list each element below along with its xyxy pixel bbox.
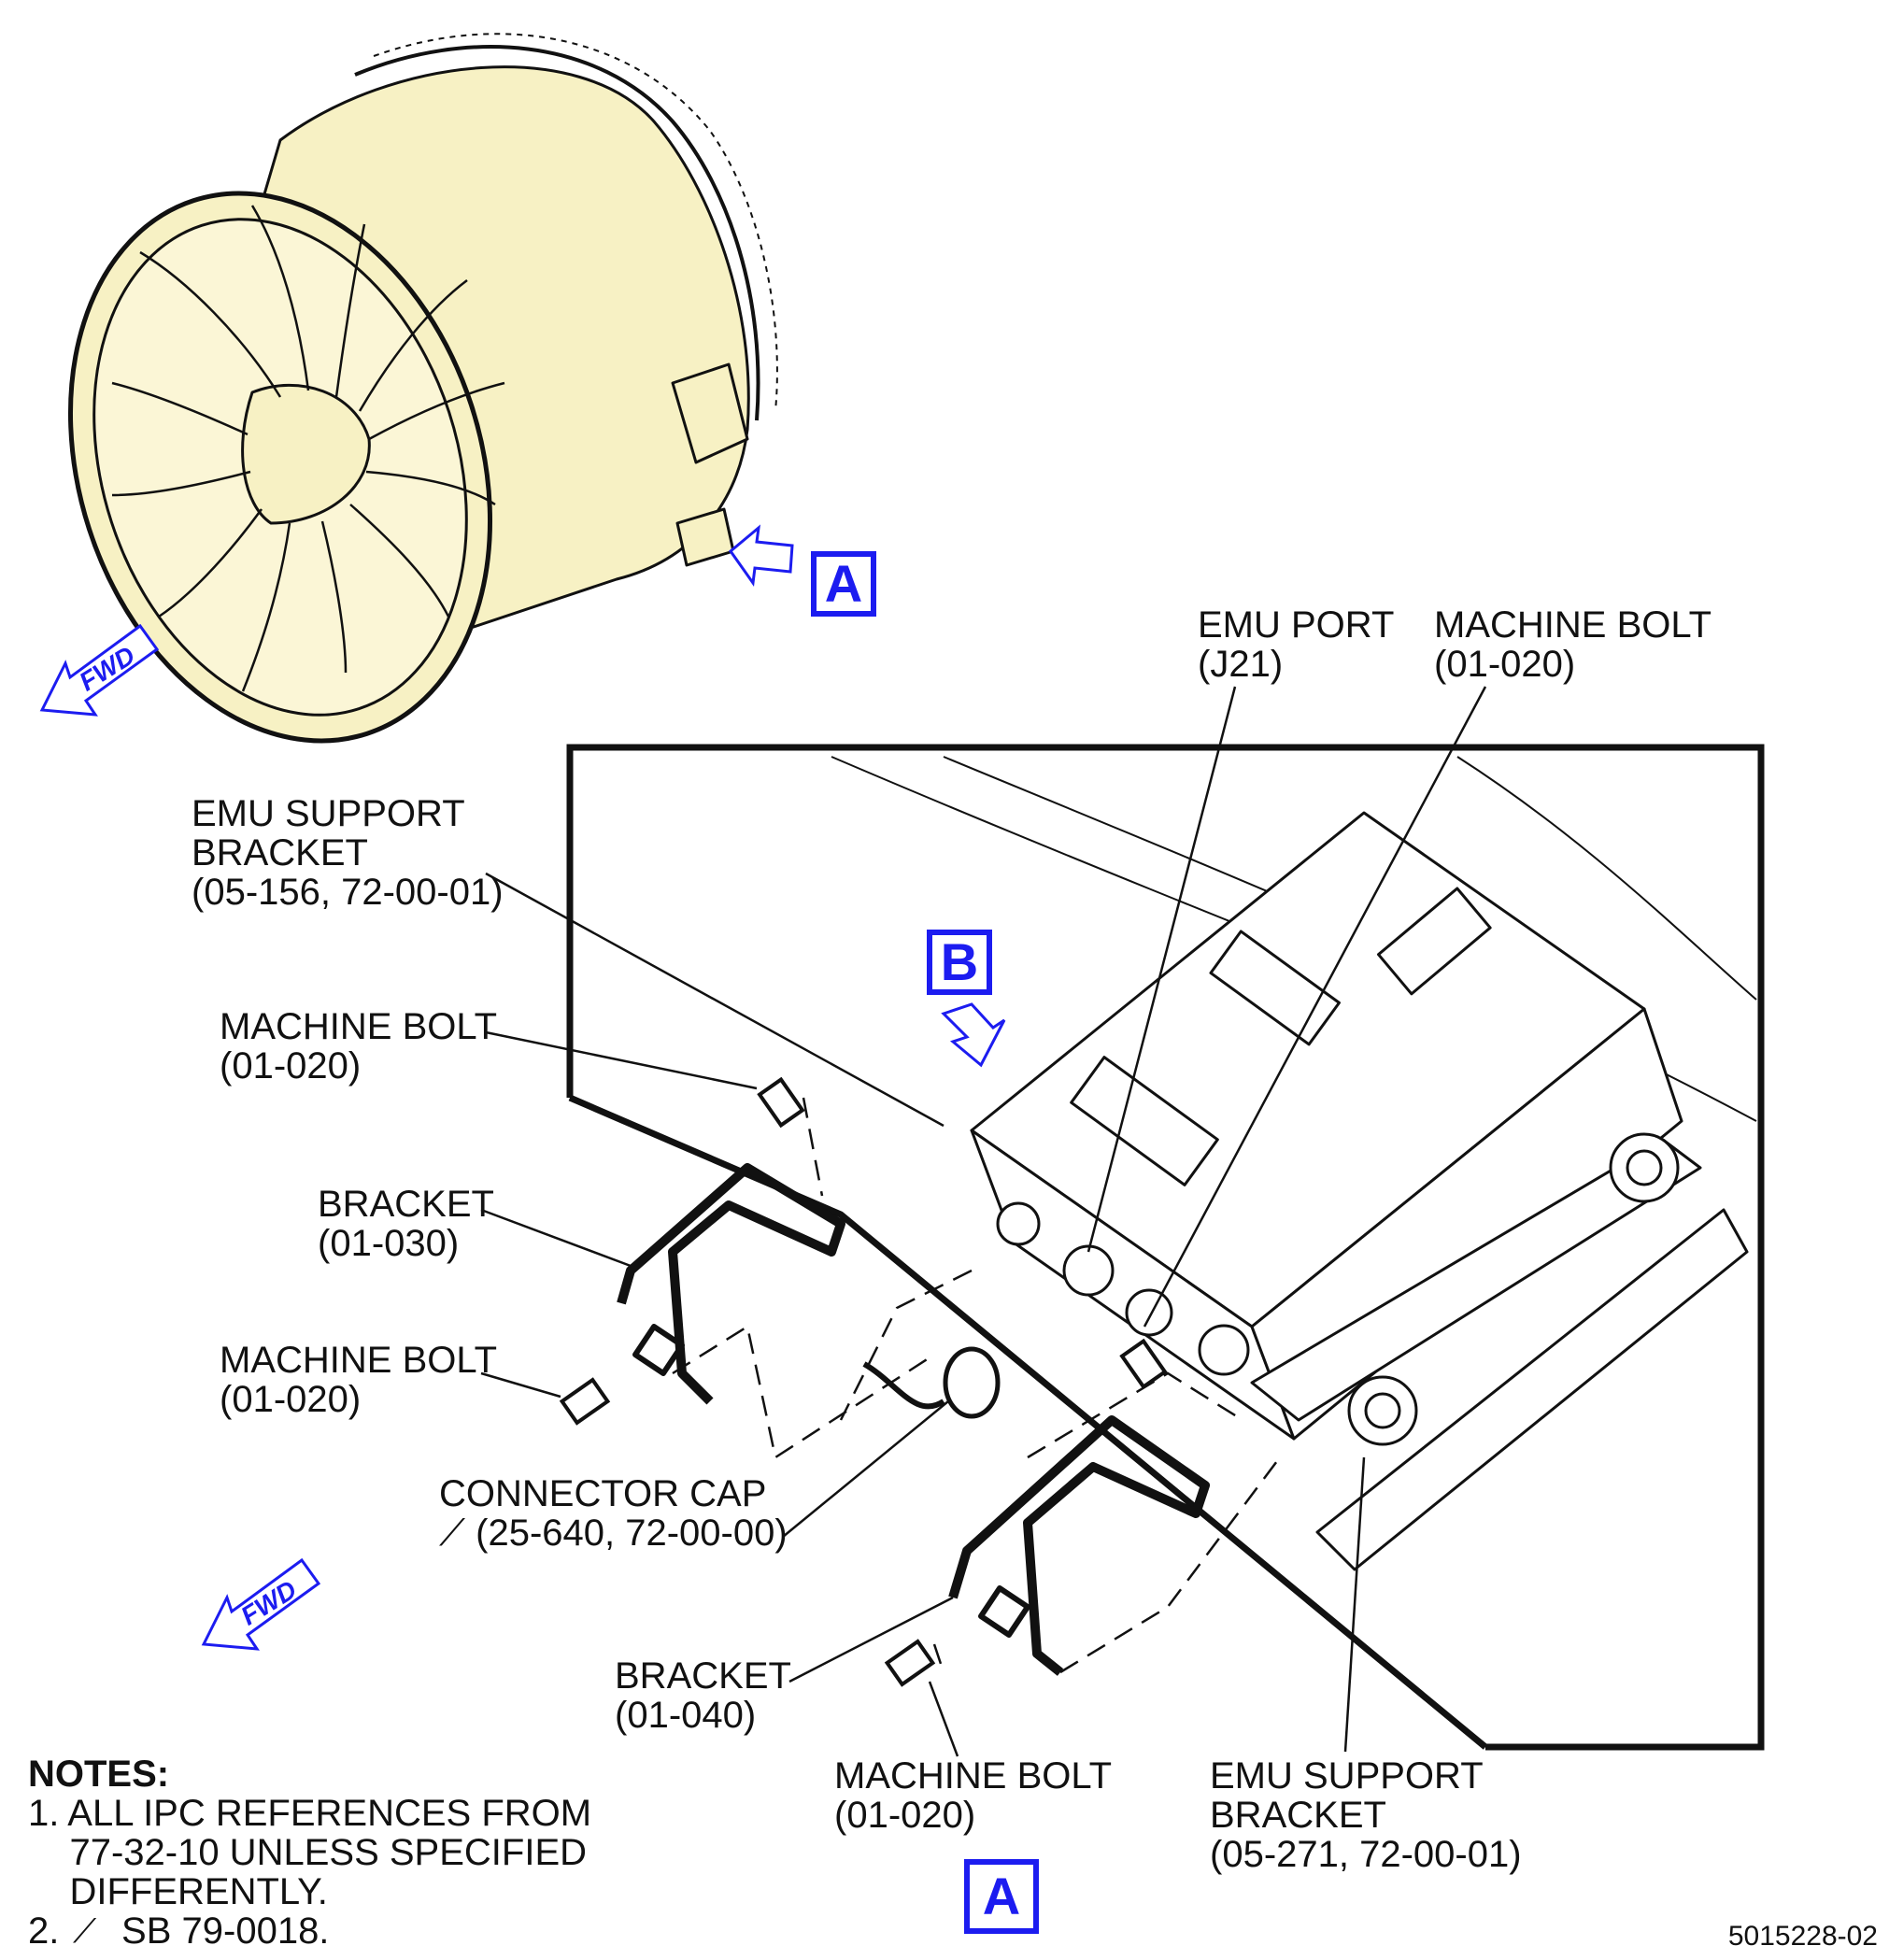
- label-emu-support-bracket-271: EMU SUPPORT BRACKET (05-271, 72-00-01): [1210, 1755, 1522, 1875]
- view-a-arrow-icon: [728, 524, 794, 588]
- label-emu-support-bracket-156: EMU SUPPORT BRACKET (05-156, 72-00-01): [192, 793, 504, 913]
- label-bracket-030: BRACKET (01-030): [318, 1184, 494, 1264]
- sb-flag-icon: ⟋: [439, 1513, 476, 1554]
- label-machine-bolt-mid-left: MACHINE BOLT (01-020): [220, 1340, 498, 1420]
- view-b-marker: B: [927, 930, 992, 995]
- connector-cap-drawing: [862, 1346, 1001, 1419]
- leader-lines: [480, 686, 1487, 1757]
- fwd-arrow-icon-bottom: [201, 1557, 321, 1651]
- fwd-arrow-icon-top: [39, 623, 160, 717]
- note-2: 2. SB 79-0018.: [28, 1910, 330, 1952]
- label-machine-bolt-top-right: MACHINE BOLT (01-020): [1434, 604, 1712, 685]
- label-bracket-040: BRACKET (01-040): [615, 1655, 791, 1736]
- document-number: 5015228-02: [1727, 1921, 1878, 1952]
- assembly-dashed-lines: [672, 1097, 1281, 1674]
- notes-block: NOTES:1. ALL IPC REFERENCES FROM 77-32-1…: [28, 1754, 591, 1951]
- machine-bolt-drawings: [559, 1076, 1168, 1687]
- sb-flag-icon-notes: ⟋: [73, 1911, 97, 1950]
- engine-illustration: [67, 33, 778, 744]
- label-connector-cap: CONNECTOR CAP: [439, 1473, 767, 1514]
- detail-a-frame: [566, 744, 1765, 1751]
- notes-heading: NOTES:: [28, 1754, 170, 1795]
- label-connector-cap-ref: ⟋ (25-640, 72-00-00): [439, 1513, 788, 1554]
- view-a-marker-top: A: [811, 551, 876, 617]
- view-a-marker-bottom: A: [964, 1859, 1039, 1934]
- emu-unit-drawing: [831, 756, 1757, 1571]
- view-b-arrow-icon: [941, 1002, 1006, 1068]
- label-machine-bolt-bottom: MACHINE BOLT (01-020): [834, 1755, 1113, 1836]
- bracket-030-drawing: [617, 1163, 845, 1405]
- label-machine-bolt-upper-left: MACHINE BOLT (01-020): [220, 1006, 498, 1087]
- label-emu-port: EMU PORT (J21): [1198, 604, 1395, 685]
- bracket-040-drawing: [948, 1415, 1210, 1676]
- note-1: 1. ALL IPC REFERENCES FROM 77-32-10 UNLE…: [28, 1793, 592, 1912]
